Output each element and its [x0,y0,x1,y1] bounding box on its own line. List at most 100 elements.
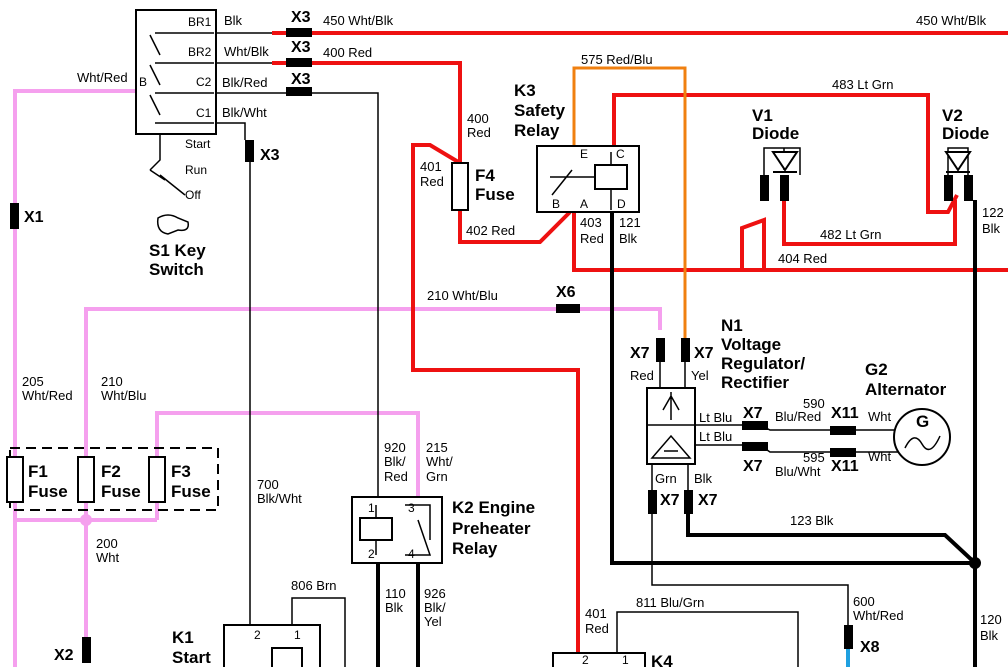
wire-label-450-a: 450 Wht/Blk [323,13,394,28]
k2-label-1: K2 Engine [452,498,535,517]
wire-482-lt-grn [782,195,957,246]
key-switch-contacts [149,32,290,140]
wire-label-lt-blu-1: Lt Blu [699,410,732,425]
v1-connector-b [780,175,789,201]
wire-label-210-v2: Wht/Blu [101,388,147,403]
key-switch-b: B [139,75,147,89]
k1-label-2: Start [172,648,211,667]
wire-402-red [458,210,572,244]
x11-connector-2 [830,448,856,457]
wire-811-blu-grn [651,512,849,625]
wire-label-920-2: Blk/ [384,454,406,469]
wire-label-110-2: Blk [385,600,404,615]
wire-label-121-2: Blk [619,231,638,246]
key-switch-off: Off [185,188,201,202]
f2-label-1: F2 [101,462,121,481]
f3-fuse [148,456,166,503]
wire-200-wht [15,518,157,640]
n1-label-4: Rectifier [721,373,789,392]
k3-pin-b: B [552,197,560,211]
n1-label-3: Regulator/ [721,354,805,373]
key-switch-c2: C2 [196,75,212,89]
k1-coil [271,647,303,667]
wire-811-k4 [616,611,799,667]
x7-lt-blu-2 [742,442,768,451]
wire-label-200-2: Wht [96,550,120,565]
x7-label-yel: X7 [694,345,714,362]
wire-label-red: Red [630,368,654,383]
k4-pin-1: 1 [622,653,629,667]
g2-label-2: Alternator [865,380,947,399]
wire-label-403-1: 403 [580,215,602,230]
wire-label-483: 483 Lt Grn [832,77,893,92]
v1-label-2: Diode [752,124,799,143]
x7-grn-connector [648,490,657,514]
k1-pin-2: 2 [254,628,261,642]
v1-diode-symbol [771,151,799,173]
wire-label-590-1: 590 [803,396,825,411]
k4-pin-2: 2 [582,653,589,667]
f1-label-1: F1 [28,462,48,481]
x3-label-3: X3 [291,71,311,88]
wire-label-920-3: Red [384,469,408,484]
v2-diode-symbol [944,151,972,173]
x6-label: X6 [556,284,576,301]
wire-label-205-1: 205 [22,374,44,389]
x2-connector [82,637,91,663]
k2-pin-1: 1 [368,501,375,515]
wire-label-590-2: Blu/Red [775,409,821,424]
k3-pin-c: C [616,147,625,161]
v1-connector-a [760,175,769,201]
k3-pin-e: E [580,147,588,161]
wire-404-red [762,225,1008,272]
k3-label-2: Safety [514,101,566,120]
wire-label-402: 402 Red [466,223,515,238]
wire-label-920-1: 920 [384,440,406,455]
v2-connector-b [964,175,973,201]
key-switch-name-2: Switch [149,260,204,279]
wire-label-lt-blu-2: Lt Blu [699,429,732,444]
wire-label-wht-1: Wht [868,409,892,424]
wire-label-wht-red: Wht/Red [77,70,128,85]
wire-label-210-h: 210 Wht/Blu [427,288,498,303]
x3-connectors [245,28,312,162]
k3-pin-d: D [617,197,626,211]
key-switch-name-1: S1 Key [149,241,206,260]
wire-label-205-2: Wht/Red [22,388,73,403]
k3-label-1: K3 [514,81,536,100]
wire-210-wht-blu [84,307,662,520]
k2-pin-3: 3 [408,501,415,515]
f3-label-2: Fuse [171,482,211,501]
wire-label-595-1: 595 [803,450,825,465]
f1-fuse [6,456,24,503]
f3-label-1: F3 [171,462,191,481]
wire-label-401-b2: Red [585,621,609,636]
x3-label-1: X3 [291,9,311,26]
k3-contacts [550,152,612,210]
wire-label-blk-red: Blk/Red [222,75,268,90]
wire-label-wht-blk: Wht/Blk [224,44,269,59]
wire-label-215-3: Grn [426,469,448,484]
wire-121-blk [610,212,975,565]
x7-label-red: X7 [630,345,650,362]
x1-connector [10,203,19,229]
x3-label-2: X3 [291,39,311,56]
wire-label-926-2: Blk/ [424,600,446,615]
f4-label-2: Fuse [475,185,515,204]
wire-label-600-2: Wht/Red [853,608,904,623]
key-icon [156,214,190,235]
k2-pin-2: 2 [368,547,375,561]
wire-483-lt-grn [612,93,959,214]
key-switch-lever [149,134,186,196]
v2-connector-a [944,175,953,201]
wire-label-122-1: 122 [982,205,1004,220]
wire-label-200-1: 200 [96,536,118,551]
v2-label-2: Diode [942,124,989,143]
wire-diode-v2 [947,147,969,175]
g2-label-1: G2 [865,360,888,379]
wire-label-121-1: 121 [619,215,641,230]
splice-120 [969,557,981,569]
wire-label-595-2: Blu/Wht [775,464,821,479]
wire-label-210-v1: 210 [101,374,123,389]
key-switch-br1: BR1 [188,15,212,29]
